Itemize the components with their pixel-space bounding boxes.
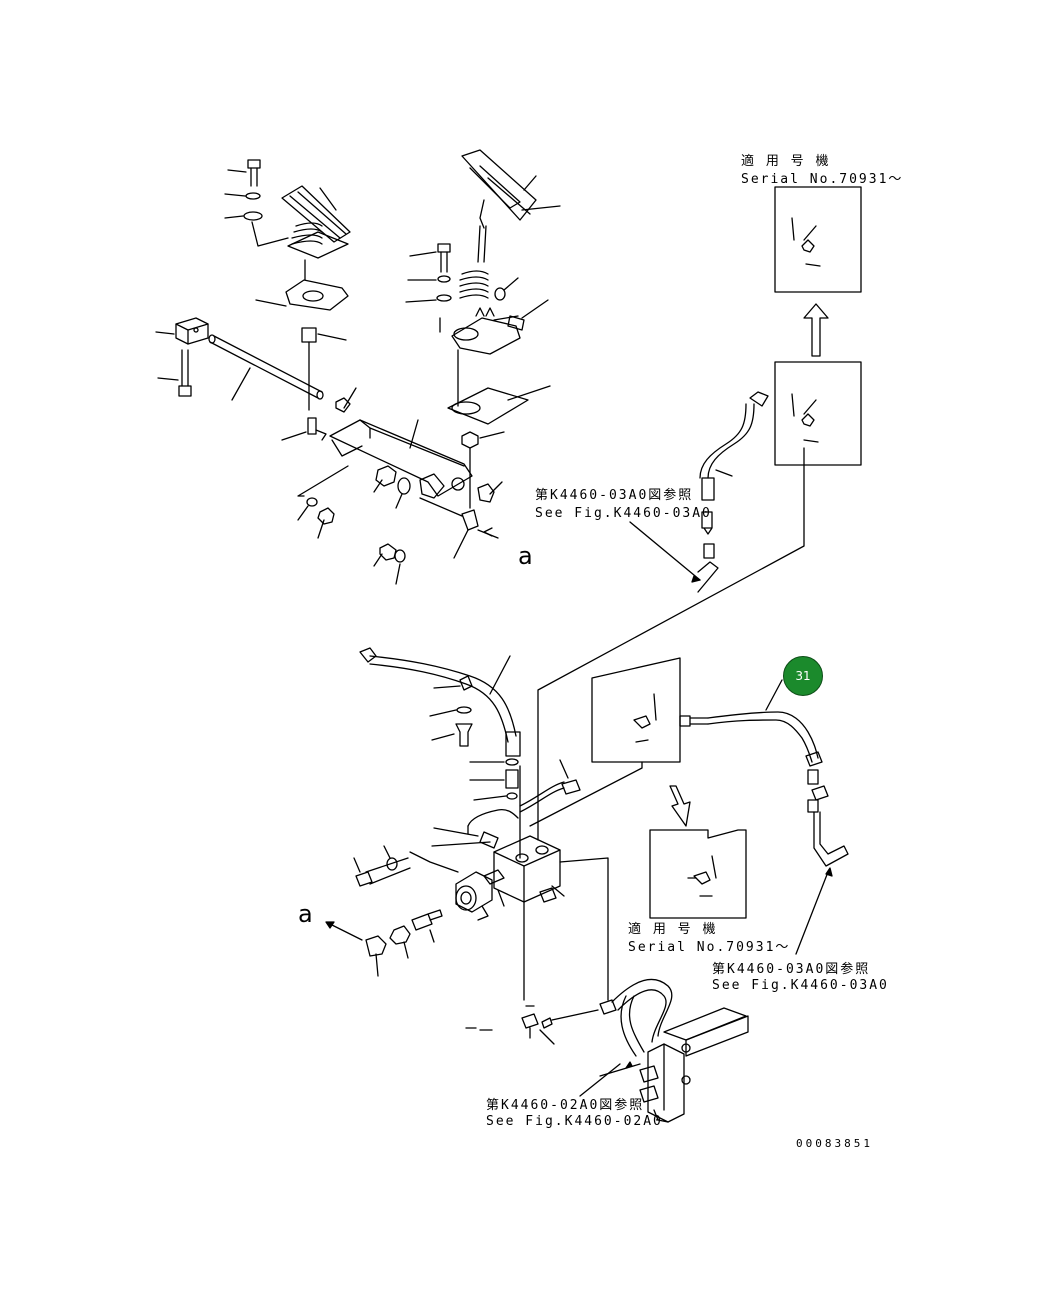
serial-bottom-jp: 適 用 号 機 (628, 922, 718, 937)
serial-inset-middle (537, 361, 862, 841)
serial-top-jp: 適 用 号 機 (741, 154, 831, 169)
serial-top-en: Serial No.70931～ (741, 172, 904, 187)
callout-a-lower: a (298, 900, 313, 928)
serial-inset-middle-right (529, 657, 849, 955)
ref-03a0-right-jp: 第K4460-03A0図参照 (712, 962, 871, 977)
serial-bottom-en: Serial No.70931～ (628, 940, 791, 955)
left-pedal-assembly (155, 159, 505, 585)
drawing-number: 00083851 (796, 1137, 873, 1150)
center-hose-assembly (325, 647, 749, 1123)
ref-03a0-top-en: See Fig.K4460-03A0 (535, 506, 712, 521)
hose-upper-right (629, 391, 769, 593)
serial-inset-top (774, 186, 862, 357)
ref-03a0-top-jp: 第K4460-03A0図参照 (535, 488, 694, 503)
part-number-badge[interactable]: 31 (783, 656, 823, 696)
ref-02a0-en: See Fig.K4460-02A0 (486, 1114, 663, 1129)
callout-a-upper: a (518, 542, 533, 570)
ref-02a0-jp: 第K4460-02A0図参照 (486, 1098, 645, 1113)
center-pedal-assembly (405, 149, 561, 425)
ref-03a0-right-en: See Fig.K4460-03A0 (712, 978, 889, 993)
